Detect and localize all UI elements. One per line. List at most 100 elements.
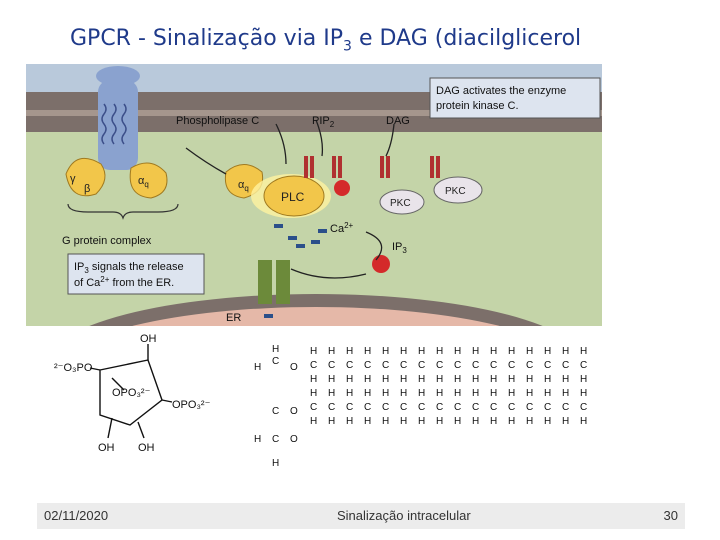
ip3-label: IP3 [392,241,407,255]
dag-chain-c: C [472,360,479,371]
g-protein-gamma-beta [65,157,106,197]
dag-chain-c: C [526,402,533,413]
plc-enzyme [263,175,325,217]
dag-chain-c: C [364,360,371,371]
dag-chain-c: C [436,402,443,413]
dag-chain-h: H [310,346,317,357]
dag-chain-h: H [508,346,515,357]
dag-chain-h: H [544,374,551,385]
footer-date: 02/11/2020 [44,508,109,523]
dag-chain-h: H [400,416,407,427]
dag-chain-h: H [472,346,479,357]
dag-chain-h: H [418,388,425,399]
dag-chain-h: H [364,346,371,357]
dag-callout-line1: DAG activates the enzyme [436,85,566,97]
dag-chain-c: C [436,360,443,371]
dag-chain-h: H [454,416,461,427]
gpcr-signaling-diagram: γ β αq G protein complex αq PLC PKC PKC [26,64,602,326]
pathway-arrows [185,119,395,279]
dag-chain-h: H [418,374,425,385]
dag-chain-h: H [526,374,533,385]
dag-chain-c: C [400,360,407,371]
dag-chain-h: H [508,374,515,385]
dag-c: C [272,434,279,445]
alpha-q-label: αq [138,175,149,189]
page-number: 30 [663,508,678,523]
dag-chain-h: H [436,374,443,385]
dag-chain-h: H [328,416,335,427]
dag-chain-h: H [418,416,425,427]
pip2-lipids [304,156,440,178]
alpha-q2-label: αq [238,179,249,193]
er-label: ER [226,312,241,324]
dag-chain-c: C [562,402,569,413]
dag-chain-h: H [310,374,317,385]
dag-chain-h: H [508,388,515,399]
dag-chain-h: H [580,346,587,357]
dag-chain-h: H [526,346,533,357]
dag-callout-line2: protein kinase C. [436,100,519,112]
dag-chain-h: H [400,346,407,357]
dag-chain-h: H [562,374,569,385]
ip3-callout-line2: of Ca2+ from the ER. [74,275,174,289]
ip3-top-oh: OH [140,333,157,345]
dag-chain-h: H [490,388,497,399]
dag-chain-c: C [508,360,515,371]
calcium-label: Ca2+ [330,221,354,235]
dag-chain-h: H [544,388,551,399]
dag-chain-c: C [310,402,317,413]
dag-chain-c: C [382,402,389,413]
gpcr-receptor [96,66,140,170]
dag-h: H [254,362,261,373]
dag-label: DAG [386,115,410,127]
ip3-callout-line1: IP3 signals the release [74,261,184,275]
dag-chain-h: H [328,374,335,385]
gamma-label: γ [70,173,76,185]
dag-chain-h: H [328,388,335,399]
dag-chain-c: C [346,360,353,371]
dag-c: C [272,406,279,417]
dag-chain-c: C [454,360,461,371]
dag-chain-h: H [400,388,407,399]
dag-h: H [254,434,261,445]
dag-chain-h: H [346,388,353,399]
dag-o: O [290,406,298,417]
dag-chain-h: H [562,416,569,427]
ip3-left-group: ²⁻O₃PO [54,362,93,374]
dag-chain-c: C [418,402,425,413]
dag-chain-c: C [490,402,497,413]
dag-chain-h: H [382,374,389,385]
dag-chain-h: H [562,388,569,399]
dag-chain-c: C [490,360,497,371]
dag-chain-h: H [580,416,587,427]
dag-chain-h: H [328,346,335,357]
ip3-receptor-channel-right [276,260,290,304]
ip3-structure [89,344,173,439]
dag-chain-h: H [382,346,389,357]
dag-chain-c: C [454,402,461,413]
dag-chain-h: H [454,374,461,385]
ip3-bottom-right-oh: OH [138,442,155,454]
plc-label: PLC [281,190,305,204]
pkc-label: PKC [390,198,411,209]
title-prefix: GPCR - Sinalização via IP [70,26,344,51]
dag-chain-c: C [580,402,587,413]
dag-h: H [272,344,279,355]
dag-chain-c: C [544,360,551,371]
dag-chain-c: C [472,402,479,413]
dag-chain-h: H [454,388,461,399]
pkc2-label: PKC [445,186,466,197]
dag-chain-c: C [562,360,569,371]
ip3-receptor-channel [258,260,272,304]
calcium-ions [264,224,327,318]
dag-chain-c: C [310,360,317,371]
dag-chain-c: C [526,360,533,371]
dag-chain-h: H [382,416,389,427]
dag-chain-h: H [346,374,353,385]
dag-chain-h: H [544,346,551,357]
er-lumen [132,307,500,326]
dag-chain-h: H [526,388,533,399]
dag-chain-c: C [328,360,335,371]
membrane-inner-stripe [26,110,602,116]
ip3-molecule-membrane [334,180,350,196]
